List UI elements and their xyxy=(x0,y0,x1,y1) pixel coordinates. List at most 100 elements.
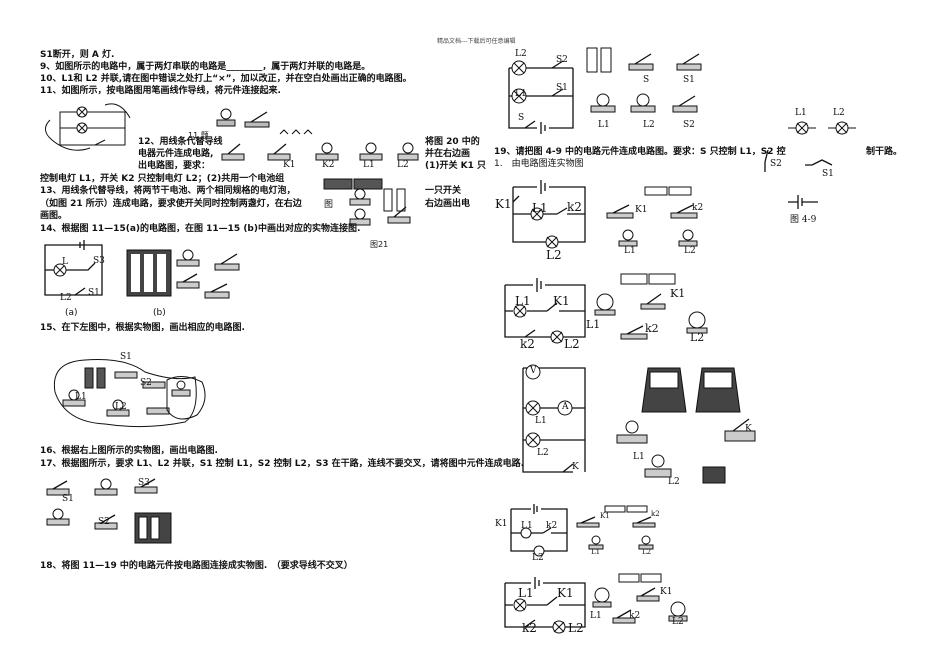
question-15: 15、在下左图中，根据实物图，画出相应的电路图. xyxy=(40,323,245,333)
circuit-3-components xyxy=(616,418,756,484)
rt-label-s1: S1 xyxy=(556,83,568,93)
fig20-text-2: 并在右边画 xyxy=(425,149,471,159)
question-14: 14、根据图 11—15(a)的电路图，在图 11—15 (b)中画出对应的实物… xyxy=(40,224,361,234)
rt-label-l2: L2 xyxy=(515,49,527,59)
label-k1: K1 xyxy=(283,160,296,170)
q8-tail: S1断开，则 A 灯. xyxy=(40,50,115,60)
c2-label-k1: K1 xyxy=(553,294,570,308)
c4-label-k1: K1 xyxy=(495,519,508,529)
rt-real-s1: S1 xyxy=(683,75,695,85)
question-19-sub: 1. 由电路图连实物图 xyxy=(494,159,584,169)
question-18: 18、将图 11—19 中的电路元件按电路图连接成实物图. （要求导线不交叉） xyxy=(40,561,353,571)
fig20-text-3: (1)开关 K1 只 xyxy=(425,161,486,171)
c3-label-k: K xyxy=(572,462,579,472)
c5r-label-k2: k2 xyxy=(629,611,641,621)
q14-label-s3: S3 xyxy=(93,256,105,266)
q11-circuit-diagram xyxy=(45,103,131,151)
c1-label-k2: k2 xyxy=(567,200,582,214)
c3-label-l1: L1 xyxy=(535,416,547,426)
c4-label-k2: k2 xyxy=(546,521,558,531)
fig49-label-s2: S2 xyxy=(770,159,782,169)
q15-label-s2: S2 xyxy=(140,378,152,388)
circuit-3-meters xyxy=(641,367,741,413)
q15-label-l2: L2 xyxy=(115,402,127,412)
question-17: 17、根据图所示，要求 L1、L2 并联，S1 控制 L1，S2 控制 L2，S… xyxy=(40,459,525,469)
question-13-line2: （如图 21 所示）连成电路，要求使开关同时控制两盏灯，在右边 xyxy=(40,199,302,209)
question-19: 19、请把图 4-9 中的电路元件连成电路图。要求：S 只控制 L1，S2 控 xyxy=(494,147,786,157)
rt-real-l2: L2 xyxy=(643,120,655,130)
c2-label-l2: L2 xyxy=(564,337,580,351)
c1r-label-k1: K1 xyxy=(635,205,648,215)
q15-real-circuit xyxy=(53,359,197,428)
c3-label-a: A xyxy=(562,402,569,412)
c5-label-k1: K1 xyxy=(557,586,574,600)
rt-label-l1: L1 xyxy=(515,89,527,99)
fig20-text-1: 将图 20 中的 xyxy=(425,137,480,147)
q14-label-s1: S1 xyxy=(88,288,100,298)
c5r-label-k1: K1 xyxy=(660,587,673,597)
fig-20-components xyxy=(221,129,419,161)
c3-label-l2: L2 xyxy=(537,448,549,458)
circuit-2-components xyxy=(594,273,708,340)
c1r-label-l2: L2 xyxy=(684,246,696,256)
page-header: 精品文档---下载后可任意编辑 xyxy=(437,38,516,45)
q15-label-s1: S1 xyxy=(120,352,132,362)
c2-label-k2: k2 xyxy=(520,337,535,351)
q16-real-circuit xyxy=(166,376,206,420)
rt-real-l1: L1 xyxy=(598,120,610,130)
c3r-label-l2: L2 xyxy=(668,477,680,487)
question-13-line1: 13、用线条代替导线，将两节干电池、两个相同规格的电灯泡， xyxy=(40,186,296,196)
q14-label-l: L xyxy=(62,257,68,267)
c2-label-l1: L1 xyxy=(515,294,531,308)
q11-real-components xyxy=(216,108,270,128)
c1-label-l2: L2 xyxy=(546,248,562,262)
question-12-line3: 出电路图，要求： xyxy=(138,161,211,171)
c1r-label-l1: L1 xyxy=(624,246,636,256)
c4r-label-l1: L1 xyxy=(591,548,601,556)
c4r-label-k1: K1 xyxy=(600,512,610,520)
c2r-label-k2: k2 xyxy=(645,322,659,335)
q14-label-l2: L2 xyxy=(60,293,72,303)
c5-label-l1: L1 xyxy=(518,586,534,600)
question-19-tail: 制干路。 xyxy=(866,147,903,157)
c1-label-l1: L1 xyxy=(532,201,548,215)
circuit-4-components xyxy=(576,505,656,550)
q17-label-s2: S2 xyxy=(98,517,110,527)
c4-label-l1: L1 xyxy=(521,521,533,531)
rt-real-s: S xyxy=(643,75,650,85)
question-12-line1: 12、用线条代替导线 xyxy=(138,137,223,147)
q14-caption-b: (b) xyxy=(153,308,166,318)
label-l2: L2 xyxy=(397,160,409,170)
fig49-label-l1: L1 xyxy=(795,108,807,118)
circuit-1-diagram xyxy=(512,180,586,249)
circuit-5-components xyxy=(592,573,688,624)
fig-4-9-components xyxy=(764,121,856,209)
q17-label-s3: S3 xyxy=(138,478,150,488)
c1r-label-k2: k2 xyxy=(692,203,704,213)
fig-4-9-caption: 图 4-9 xyxy=(790,215,817,225)
fig-21-components xyxy=(323,178,411,226)
question-11: 11、如图所示，按电路图用笔画线作导线，将元件连接起来. xyxy=(40,86,281,96)
fig21-caption: 图21 xyxy=(370,240,389,249)
circuit-2-diagram xyxy=(504,278,586,344)
right-top-real-components xyxy=(586,47,702,113)
q14-real-components xyxy=(176,249,240,299)
q17-components xyxy=(46,478,172,544)
rt-label-s2: S2 xyxy=(556,55,568,65)
c2r-label-l1: L1 xyxy=(586,318,601,331)
c3-label-v: V xyxy=(530,366,537,376)
fig-11-label: 11 题 xyxy=(188,131,209,140)
c1-label-k1: K1 xyxy=(495,197,512,211)
circuit-5-diagram xyxy=(504,577,586,634)
fig49-label-s1: S1 xyxy=(822,169,834,179)
right-top-circuit-diagram xyxy=(508,60,574,134)
q17-label-s1: S1 xyxy=(62,494,74,504)
c2r-label-k1: K1 xyxy=(670,287,686,300)
circuit-4-diagram xyxy=(510,504,568,557)
label-l1: L1 xyxy=(363,160,375,170)
q15-label-l1: L1 xyxy=(75,392,87,402)
c4r-label-l2: L2 xyxy=(642,548,652,556)
fig21-text-2: 右边画出电 xyxy=(425,199,471,209)
question-10: 10、L1和 L2 并联,请在图中错误之处打上“×”，加以改正，并在空白处画出正… xyxy=(40,74,412,84)
c5r-label-l1: L1 xyxy=(590,611,602,621)
